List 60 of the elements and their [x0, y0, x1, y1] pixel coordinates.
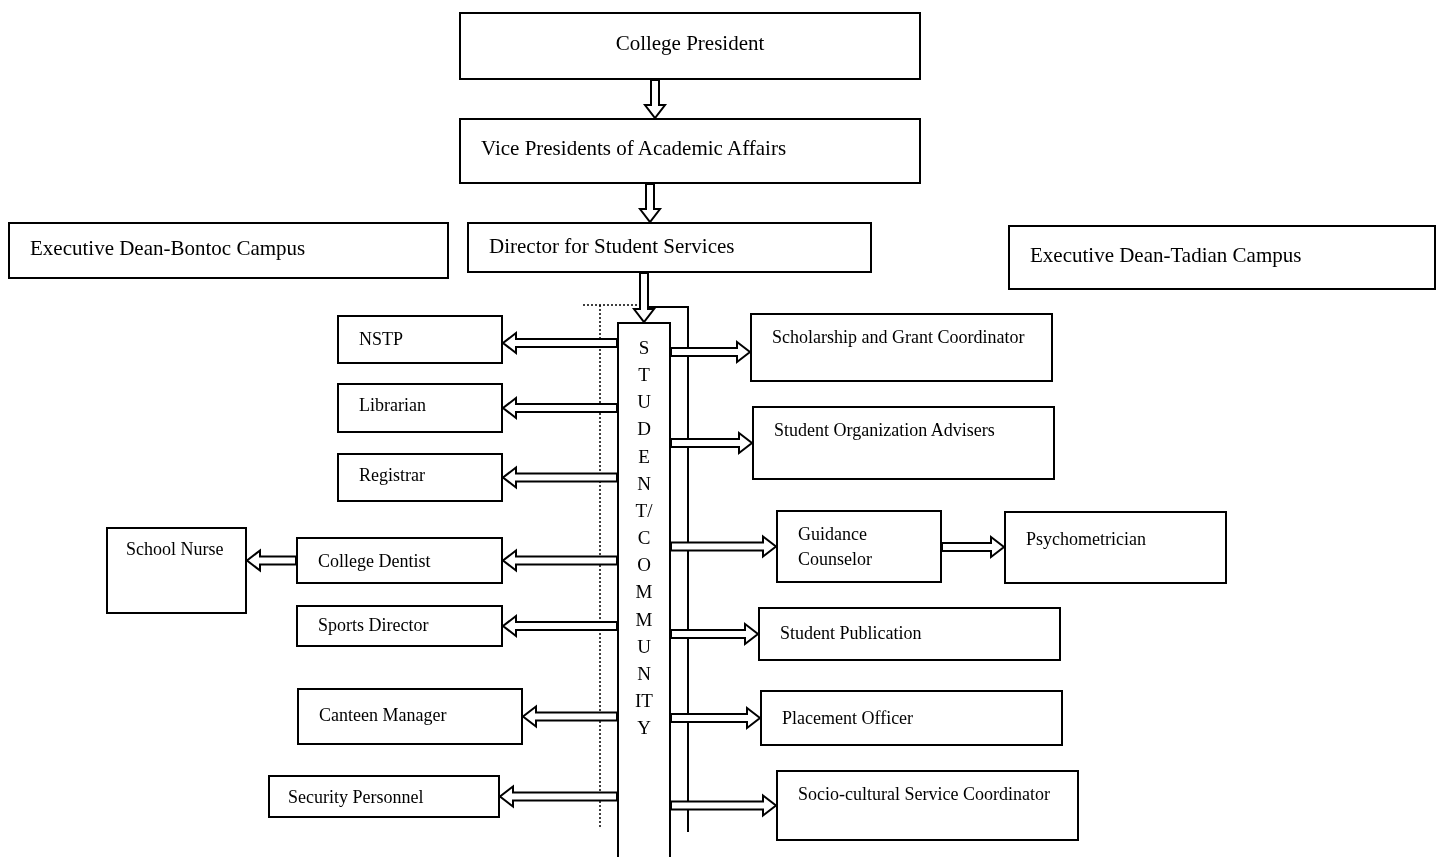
position-title: Registrar	[359, 464, 426, 487]
block-arrow	[501, 613, 618, 639]
position-title: Director for Student Services	[489, 233, 736, 260]
position-box	[752, 406, 1055, 480]
position-title: Executive Dean-Tadian Campus	[1030, 242, 1303, 269]
position-box	[296, 537, 503, 584]
position-title: NSTP	[359, 328, 404, 351]
block-arrow	[501, 330, 618, 356]
position-box	[8, 222, 449, 279]
position-title: Student Publication	[780, 622, 923, 645]
block-arrow	[631, 272, 657, 324]
block-arrow	[642, 79, 668, 120]
position-box	[758, 607, 1061, 661]
position-box	[750, 313, 1053, 382]
position-title: Executive Dean-Bontoc Campus	[30, 235, 307, 262]
position-title: Scholarship and Grant Coordinator	[772, 326, 1026, 349]
position-title: Socio-cultural Service Coordinator	[798, 783, 1051, 806]
block-arrow	[501, 465, 618, 490]
position-title: School Nurse	[126, 538, 225, 561]
position-box	[337, 383, 503, 433]
block-arrow	[245, 548, 297, 573]
block-arrow	[501, 548, 618, 573]
position-box	[776, 770, 1079, 841]
block-arrow	[670, 793, 778, 818]
position-box	[760, 690, 1063, 746]
block-arrow	[498, 784, 618, 809]
block-arrow	[670, 430, 754, 456]
position-box	[1004, 511, 1227, 584]
position-box	[467, 222, 872, 273]
position-title: Psychometrician	[1026, 528, 1147, 551]
position-box	[1008, 225, 1436, 290]
block-arrow	[501, 395, 618, 421]
position-title: Vice Presidents of Academic Affairs	[481, 135, 788, 162]
block-arrow	[670, 705, 762, 731]
position-title: Librarian	[359, 394, 427, 417]
position-title: College President	[614, 30, 766, 57]
block-arrow	[637, 183, 663, 224]
position-box	[106, 527, 247, 614]
position-box	[297, 688, 523, 745]
vertical-column-box	[617, 322, 671, 857]
block-arrow	[670, 621, 760, 647]
block-arrow	[670, 534, 778, 559]
block-arrow	[521, 704, 618, 729]
position-title: Canteen Manager	[319, 704, 448, 727]
position-title: Sports Director	[318, 614, 430, 637]
position-title: Guidance Counselor	[798, 523, 873, 572]
position-box	[459, 118, 921, 184]
position-box	[776, 510, 942, 583]
position-title: Placement Officer	[782, 707, 915, 730]
position-box	[337, 453, 503, 502]
position-box	[459, 12, 921, 80]
block-arrow	[670, 339, 752, 365]
position-title: College Dentist	[318, 550, 432, 573]
position-title: Student Organization Advisers	[774, 419, 996, 442]
position-title: Security Personnel	[288, 786, 425, 809]
position-box	[268, 775, 500, 818]
vertical-label: STUDENT/COMMUNITY	[634, 336, 654, 741]
position-box	[337, 315, 503, 364]
position-box	[296, 605, 503, 647]
block-arrow	[941, 534, 1006, 560]
